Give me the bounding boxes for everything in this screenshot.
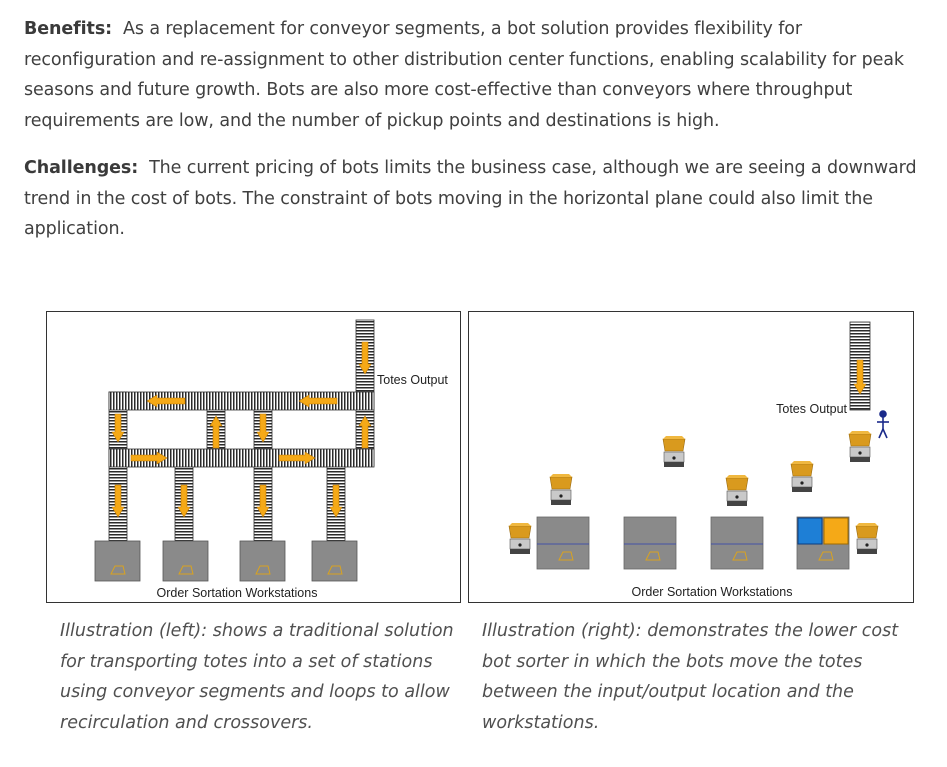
- workstations-label-left: Order Sortation Workstations: [157, 586, 318, 600]
- workstation-icon: [536, 516, 850, 570]
- caption-right: Illustration (right): demonstrates the l…: [482, 621, 899, 733]
- conveyor-diagram: Totes Output Order Sortation Workstation…: [94, 319, 448, 600]
- bot-sorter-illustration: Totes Output Order Sortation Workstation…: [468, 311, 914, 603]
- caption-left: Illustration (left): shows a traditional…: [60, 621, 454, 733]
- totes-output-label-left: Totes Output: [377, 373, 448, 387]
- bot-sorter-diagram: Totes Output Order Sortation Workstation…: [508, 321, 889, 599]
- workstations-label-right: Order Sortation Workstations: [632, 585, 793, 599]
- challenges-label: Challenges:: [24, 158, 139, 178]
- person-icon: [877, 410, 889, 439]
- arrow-icon: [853, 359, 867, 395]
- conveyor-belt-icon: [849, 321, 871, 411]
- conveyor-illustration: Totes Output Order Sortation Workstation…: [46, 311, 461, 603]
- totes-output-label-right: Totes Output: [776, 402, 847, 416]
- workstation-icon: [94, 540, 358, 582]
- benefits-paragraph: Benefits: As a replacement for conveyor …: [24, 14, 929, 136]
- arrow-icon: [111, 341, 372, 518]
- challenges-paragraph: Challenges: The current pricing of bots …: [24, 153, 929, 245]
- benefits-label: Benefits:: [24, 19, 113, 39]
- challenges-text: The current pricing of bots limits the b…: [24, 158, 917, 239]
- benefits-text: As a replacement for conveyor segments, …: [24, 19, 904, 131]
